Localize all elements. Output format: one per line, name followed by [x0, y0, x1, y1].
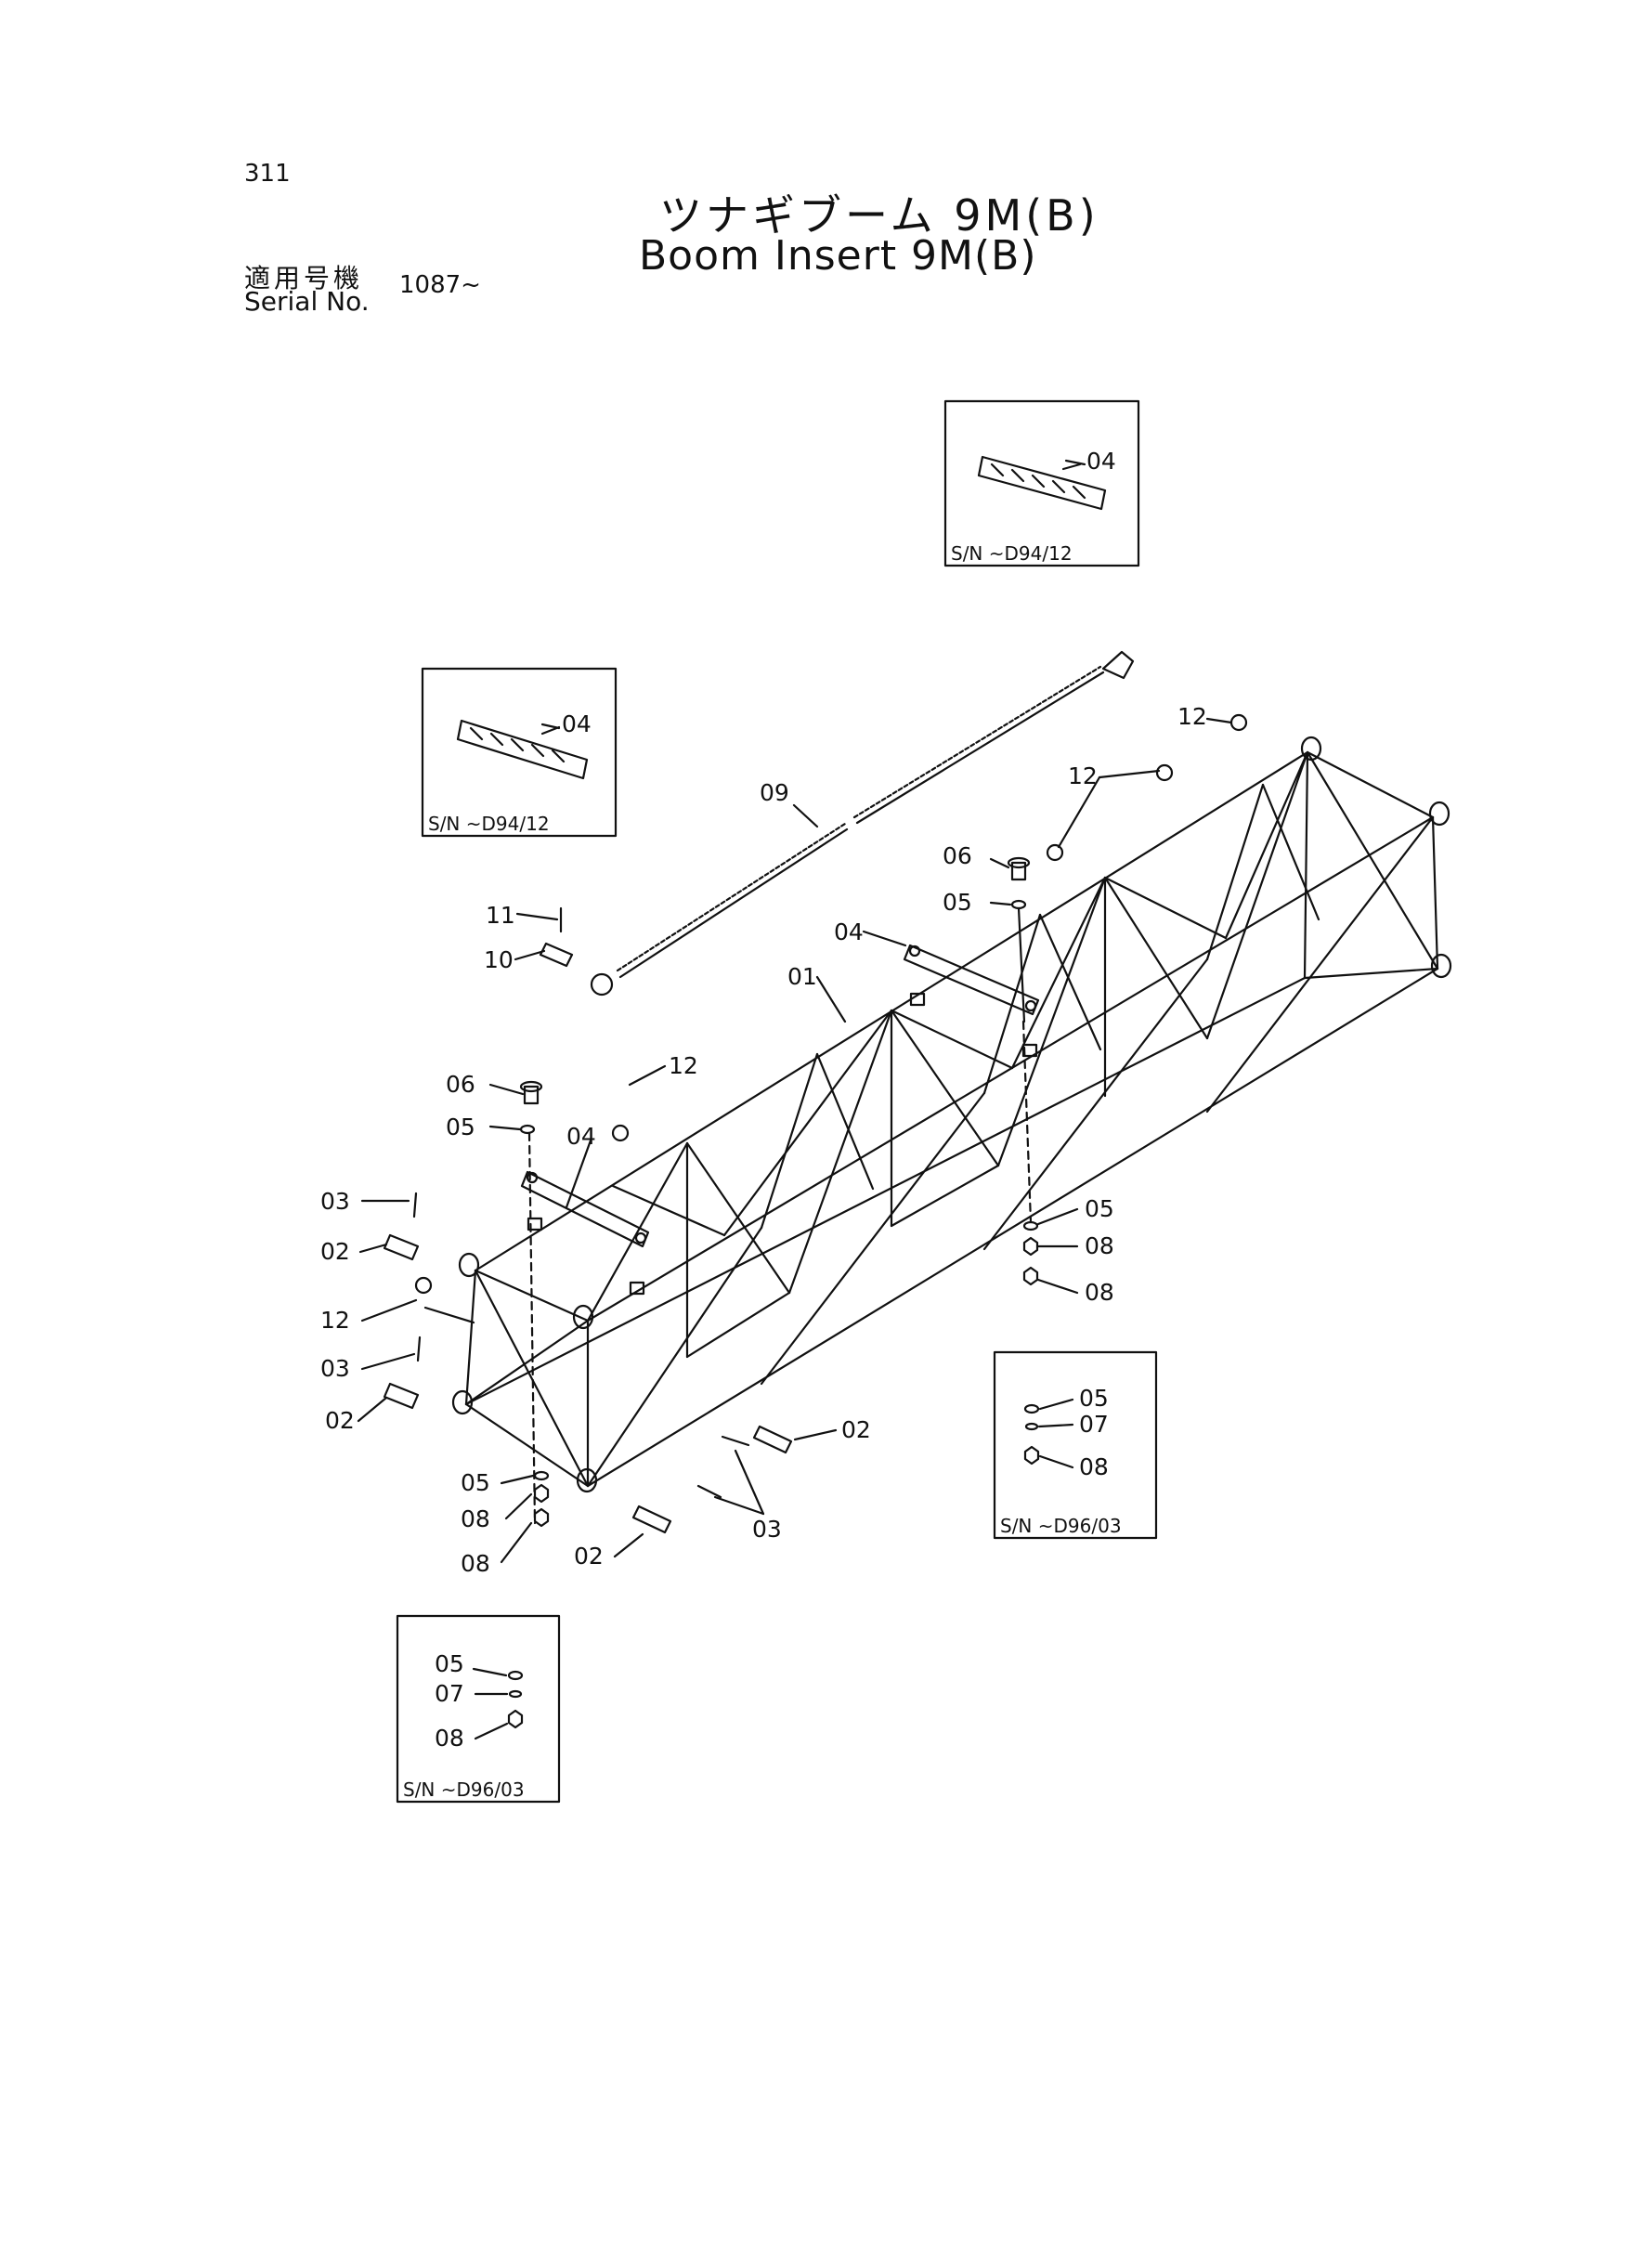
inset-top-right-box	[943, 399, 1140, 567]
inset-serial-range: S/N ~D94/12	[951, 542, 1073, 565]
callout-label: 03	[752, 1516, 782, 1543]
spreader-bar-upper	[903, 944, 1040, 1016]
callout-label: 05	[1085, 1195, 1114, 1222]
callout-label: 12	[1068, 762, 1098, 789]
callout-label: 10	[484, 946, 514, 973]
inset-callout-label: 07	[1079, 1411, 1109, 1438]
callout-label: 01	[787, 963, 817, 990]
inset-callout-label: 04	[1086, 448, 1116, 475]
callout-label: 05	[461, 1469, 490, 1496]
callout-label: 12	[1177, 703, 1207, 730]
callout-label: 06	[446, 1071, 475, 1098]
callout-label: 08	[461, 1550, 490, 1577]
boom-lattice-frame	[451, 736, 1452, 1493]
inset-serial-range: S/N ~D96/03	[403, 1778, 525, 1801]
spreader-bar-lower	[520, 1170, 650, 1248]
callout-label: 04	[566, 1123, 596, 1150]
callout-label: 03	[320, 1355, 350, 1382]
callout-label: 02	[841, 1416, 871, 1443]
inset-callout-label: 04	[562, 710, 592, 737]
callout-leader-lines	[357, 459, 1233, 1564]
callout-labels: 12 12 09 06 05 04 11 10 01 12 06 05 04 0…	[320, 448, 1207, 1801]
serial-value: 1087~	[399, 271, 481, 299]
callout-label: 02	[320, 1238, 350, 1265]
inset-serial-range: S/N ~D96/03	[1000, 1515, 1122, 1537]
callout-label: 08	[461, 1505, 490, 1532]
page-title-english: Boom Insert 9M(B)	[639, 232, 1037, 280]
callout-label: 05	[943, 889, 972, 916]
serial-label-english: Serial No.	[244, 286, 370, 317]
callout-label: 04	[834, 919, 864, 945]
inset-mid-right-box	[993, 1350, 1158, 1540]
callout-label: 12	[320, 1307, 350, 1334]
serial-label-japanese: 適用号機	[244, 263, 364, 293]
callout-label: 11	[486, 902, 515, 929]
inset-bottom-left-box	[396, 1614, 561, 1804]
callout-label: 02	[574, 1543, 604, 1570]
inset-callout-label: 05	[435, 1650, 464, 1677]
callout-label: 12	[669, 1052, 698, 1079]
inset-callout-label: 08	[1079, 1453, 1109, 1480]
callout-label: 08	[1085, 1232, 1114, 1259]
hardware-pins-and-fasteners	[383, 713, 1248, 1534]
inset-top-left-box	[421, 667, 618, 838]
callout-label: 06	[943, 842, 972, 869]
callout-label: 05	[446, 1114, 475, 1140]
page-number: 311	[244, 160, 291, 188]
callout-label: 09	[760, 779, 789, 806]
inset-serial-range: S/N ~D94/12	[428, 813, 550, 835]
inset-callout-label: 08	[435, 1725, 464, 1752]
page-title-japanese: ツナギブーム 9M(B)	[659, 190, 1099, 241]
callout-label: 02	[325, 1407, 355, 1434]
inset-callout-label: 07	[435, 1680, 464, 1707]
pendant-rope	[590, 650, 1135, 997]
callout-label: 08	[1085, 1279, 1114, 1306]
inset-callout-label: 05	[1079, 1385, 1109, 1412]
callout-label: 03	[320, 1188, 350, 1215]
